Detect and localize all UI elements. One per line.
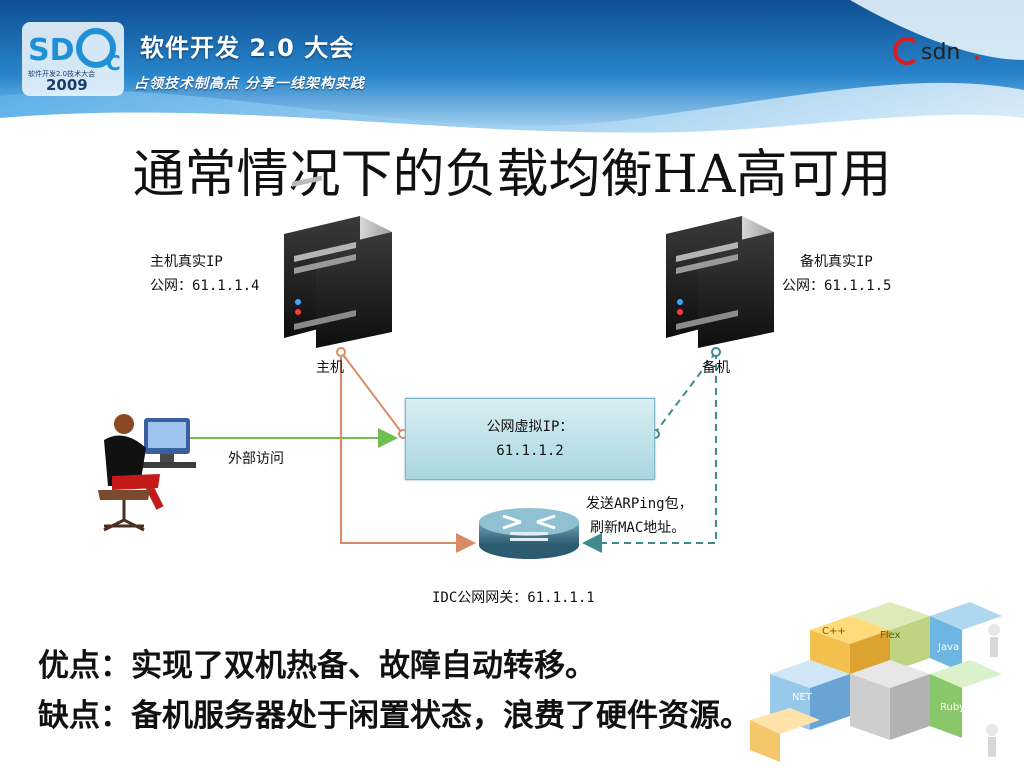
gateway-router-icon: [479, 508, 579, 559]
primary-server-icon: [284, 175, 392, 348]
year-label: 2009: [46, 76, 88, 94]
svg-text:C: C: [106, 51, 121, 75]
user-at-computer-icon: [98, 414, 196, 532]
backup-port: [711, 347, 721, 357]
sd2c-logo: SD C 软件开发2.0技术大会: [22, 22, 124, 96]
header-banner: [0, 0, 1024, 140]
arp-label-line1: 发送ARPing包，: [586, 496, 693, 512]
decor-label-cpp: C++: [822, 626, 846, 637]
conference-title: 软件开发 2.0 大会: [140, 34, 355, 62]
backup-public-ip: 公网：61.1.1.5: [782, 278, 892, 294]
primary-to-vip-line: [340, 351, 403, 434]
virtual-ip-label: 公网虚拟IP：: [486, 419, 574, 435]
primary-caption: 主机: [316, 360, 344, 376]
cons-text: 缺点：备机服务器处于闲置状态，浪费了硬件资源。: [38, 698, 751, 734]
conference-slogan: 占领技术制高点 分享一线架构实践: [134, 76, 365, 92]
gateway-label: IDC公网网关：61.1.1.1: [432, 590, 595, 606]
arp-label-line2: 刷新MAC地址。: [590, 520, 686, 536]
backup-caption: 备机: [702, 360, 730, 376]
pros-text: 优点：实现了双机热备、故障自动转移。: [38, 648, 596, 684]
virtual-ip-box: 公网虚拟IP： 61.1.1.2: [405, 398, 655, 480]
external-access-label: 外部访问: [228, 451, 284, 467]
slide-title: 通常情况下的负载均衡HA高可用: [132, 145, 892, 205]
primary-public-ip: 公网：61.1.1.4: [150, 278, 260, 294]
tech-cubes-decoration: C++ Flex NET Java Ruby: [750, 602, 1002, 762]
primary-ip-label: 主机真实IP: [150, 254, 223, 270]
backup-arp-line: [582, 352, 717, 553]
svg-text:SD: SD: [28, 33, 75, 68]
decor-label-flex: Flex: [880, 630, 901, 641]
primary-to-gateway-line: [340, 352, 476, 553]
decor-label-net: NET: [792, 692, 813, 703]
svg-text:sdn: sdn: [921, 40, 960, 65]
backup-ip-label: 备机真实IP: [800, 254, 873, 270]
backup-to-vip-line: [654, 351, 717, 434]
figure-icon: [986, 624, 1000, 757]
primary-port: [336, 347, 346, 357]
backup-server-icon: [666, 216, 774, 348]
csdn-logo: sdn: [893, 37, 979, 65]
virtual-ip-value: 61.1.1.2: [496, 443, 564, 459]
decor-label-ruby: Ruby: [940, 702, 965, 713]
decor-label-java: Java: [937, 642, 959, 653]
sd2c-logo-subtext: 软件开发2.0技术大会: [28, 69, 95, 78]
